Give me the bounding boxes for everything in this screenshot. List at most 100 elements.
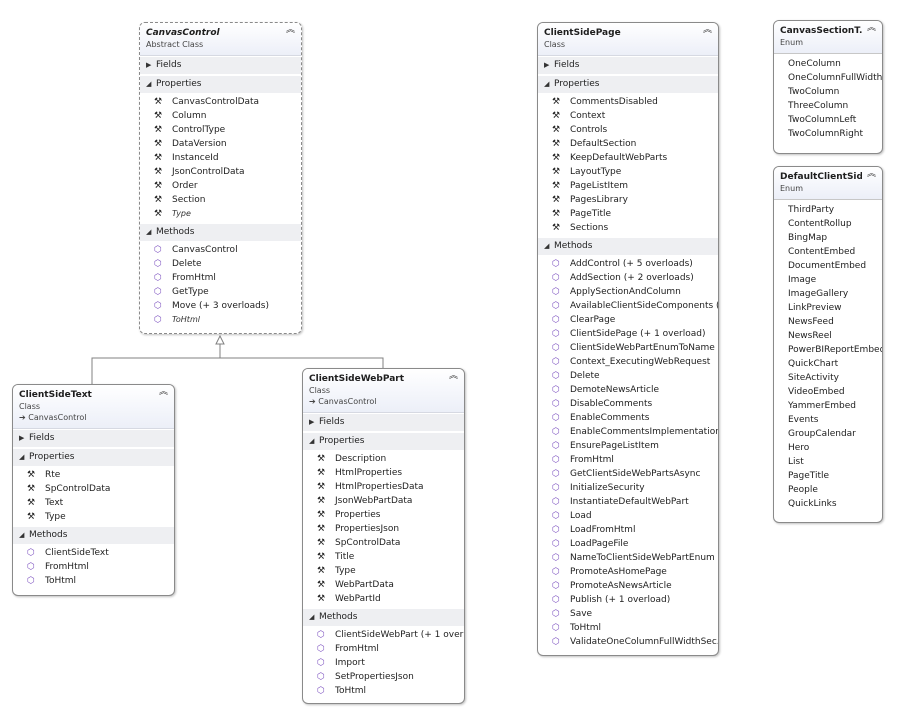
enum-value[interactable]: OneColumn: [788, 59, 841, 69]
triangle-down-icon[interactable]: ◢: [19, 531, 25, 539]
method-item[interactable]: ⬡ToHtml: [13, 574, 174, 588]
property-item[interactable]: ⚒CommentsDisabled: [538, 95, 718, 109]
property-item[interactable]: ⚒SpControlData: [303, 536, 464, 550]
section-properties[interactable]: ◢Properties: [140, 75, 301, 94]
triangle-down-icon[interactable]: ◢: [146, 228, 152, 236]
enum-value[interactable]: NewsReel: [788, 331, 832, 341]
property-item[interactable]: ⚒JsonWebPartData: [303, 494, 464, 508]
property-item[interactable]: ⚒Description: [303, 452, 464, 466]
triangle-right-icon[interactable]: ▶: [19, 434, 25, 442]
property-item[interactable]: ⚒ControlType: [140, 123, 301, 137]
property-item[interactable]: ⚒Sections: [538, 221, 718, 235]
section-methods[interactable]: ◢Methods: [140, 223, 301, 242]
enum-value[interactable]: PowerBIReportEmbed: [788, 345, 882, 355]
enum-value[interactable]: List: [788, 457, 804, 467]
collapse-icon[interactable]: ︽: [866, 23, 876, 33]
collapse-icon[interactable]: ︽: [158, 387, 168, 397]
section-fields[interactable]: ▶Fields: [140, 56, 301, 75]
method-item[interactable]: ⬡Load: [538, 509, 718, 523]
enum-value[interactable]: TwoColumn: [788, 87, 840, 97]
property-item[interactable]: ⚒SpControlData: [13, 482, 174, 496]
method-item[interactable]: ⬡EnsurePageListItem: [538, 439, 718, 453]
triangle-down-icon[interactable]: ◢: [544, 242, 550, 250]
property-item[interactable]: ⚒PropertiesJson: [303, 522, 464, 536]
property-item[interactable]: ⚒PageListItem: [538, 179, 718, 193]
enum-value[interactable]: QuickLinks: [788, 499, 837, 509]
class-header[interactable]: ClientSideText Class ➔ CanvasControl ︽: [13, 385, 174, 429]
triangle-down-icon[interactable]: ◢: [309, 437, 315, 445]
property-item[interactable]: ⚒KeepDefaultWebParts: [538, 151, 718, 165]
property-item[interactable]: ⚒PagesLibrary: [538, 193, 718, 207]
method-item[interactable]: ⬡ToHtml: [140, 313, 301, 327]
enum-value[interactable]: YammerEmbed: [788, 401, 856, 411]
method-item[interactable]: ⬡FromHtml: [140, 271, 301, 285]
enum-value[interactable]: TwoColumnRight: [788, 129, 864, 139]
enum-value[interactable]: ContentRollup: [788, 219, 852, 229]
property-item[interactable]: ⚒Order: [140, 179, 301, 193]
property-item[interactable]: ⚒DefaultSection: [538, 137, 718, 151]
collapse-icon[interactable]: ︽: [448, 371, 458, 381]
method-item[interactable]: ⬡EnableCommentsImplementation: [538, 425, 718, 439]
method-item[interactable]: ⬡AddSection (+ 2 overloads): [538, 271, 718, 285]
method-item[interactable]: ⬡DisableComments: [538, 397, 718, 411]
triangle-right-icon[interactable]: ▶: [544, 61, 550, 69]
property-item[interactable]: ⚒Text: [13, 496, 174, 510]
property-item[interactable]: ⚒DataVersion: [140, 137, 301, 151]
triangle-right-icon[interactable]: ▶: [146, 61, 152, 69]
section-fields[interactable]: ▶Fields: [13, 429, 174, 448]
property-item[interactable]: ⚒LayoutType: [538, 165, 718, 179]
triangle-down-icon[interactable]: ◢: [146, 80, 152, 88]
method-item[interactable]: ⬡LoadFromHtml: [538, 523, 718, 537]
method-item[interactable]: ⬡GetType: [140, 285, 301, 299]
section-fields[interactable]: ▶Fields: [538, 56, 718, 75]
property-item[interactable]: ⚒WebPartId: [303, 592, 464, 606]
method-item[interactable]: ⬡FromHtml: [13, 560, 174, 574]
property-item[interactable]: ⚒JsonControlData: [140, 165, 301, 179]
property-item[interactable]: ⚒Type: [140, 207, 301, 221]
property-item[interactable]: ⚒Title: [303, 550, 464, 564]
property-item[interactable]: ⚒WebPartData: [303, 578, 464, 592]
section-properties[interactable]: ◢Properties: [13, 448, 174, 467]
property-item[interactable]: ⚒Section: [140, 193, 301, 207]
property-item[interactable]: ⚒Controls: [538, 123, 718, 137]
method-item[interactable]: ⬡InitializeSecurity: [538, 481, 718, 495]
property-item[interactable]: ⚒Column: [140, 109, 301, 123]
triangle-down-icon[interactable]: ◢: [309, 613, 315, 621]
method-item[interactable]: ⬡ToHtml: [538, 621, 718, 635]
method-item[interactable]: ⬡ClientSidePage (+ 1 overload): [538, 327, 718, 341]
enum-value[interactable]: ThreeColumn: [788, 101, 849, 111]
method-item[interactable]: ⬡FromHtml: [538, 453, 718, 467]
section-fields[interactable]: ▶Fields: [303, 413, 464, 432]
section-properties[interactable]: ◢Properties: [303, 432, 464, 451]
property-item[interactable]: ⚒Context: [538, 109, 718, 123]
method-item[interactable]: ⬡Delete: [538, 369, 718, 383]
enum-header[interactable]: DefaultClientSid... Enum ︽: [774, 167, 882, 200]
class-box-canvas-control[interactable]: CanvasControl Abstract Class ︽ ▶Fields ◢…: [139, 22, 302, 334]
method-item[interactable]: ⬡AvailableClientSideComponents (...: [538, 299, 718, 313]
method-item[interactable]: ⬡SetPropertiesJson: [303, 670, 464, 684]
method-item[interactable]: ⬡FromHtml: [303, 642, 464, 656]
method-item[interactable]: ⬡Delete: [140, 257, 301, 271]
enum-value[interactable]: GroupCalendar: [788, 429, 856, 439]
enum-value[interactable]: ThirdParty: [788, 205, 835, 215]
method-item[interactable]: ⬡Save: [538, 607, 718, 621]
property-item[interactable]: ⚒CanvasControlData: [140, 95, 301, 109]
enum-value[interactable]: Image: [788, 275, 817, 285]
enum-value[interactable]: OneColumnFullWidth: [788, 73, 882, 83]
property-item[interactable]: ⚒InstanceId: [140, 151, 301, 165]
method-item[interactable]: ⬡CanvasControl: [140, 243, 301, 257]
section-methods[interactable]: ◢Methods: [13, 526, 174, 545]
class-header[interactable]: ClientSideWebPart Class ➔ CanvasControl …: [303, 369, 464, 413]
enum-value[interactable]: ContentEmbed: [788, 247, 856, 257]
method-item[interactable]: ⬡Import: [303, 656, 464, 670]
section-properties[interactable]: ◢Properties: [538, 75, 718, 94]
enum-value[interactable]: PageTitle: [788, 471, 830, 481]
method-item[interactable]: ⬡InstantiateDefaultWebPart: [538, 495, 718, 509]
section-methods[interactable]: ◢Methods: [303, 608, 464, 627]
enum-value[interactable]: VideoEmbed: [788, 387, 845, 397]
enum-value[interactable]: SiteActivity: [788, 373, 839, 383]
collapse-icon[interactable]: ︽: [285, 25, 295, 35]
enum-header[interactable]: CanvasSectionT... Enum ︽: [774, 21, 882, 54]
section-methods[interactable]: ◢Methods: [538, 237, 718, 256]
enum-box-default-client-side-web-parts[interactable]: DefaultClientSid... Enum ︽ ThirdPartyCon…: [773, 166, 883, 523]
